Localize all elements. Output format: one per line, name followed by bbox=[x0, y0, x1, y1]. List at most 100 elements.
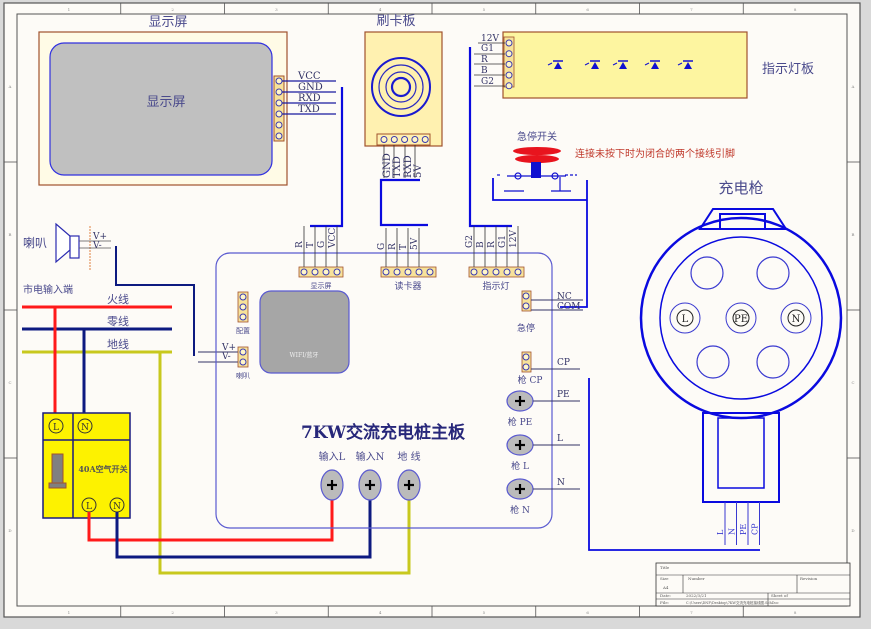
cp-header-label: 枪 CP bbox=[518, 374, 543, 386]
pin-label: V- bbox=[92, 241, 102, 251]
title-block-sheet: Sheet of bbox=[771, 593, 788, 598]
speaker-module: 喇叭 V+ V- bbox=[23, 222, 240, 363]
pin-label: V+ bbox=[221, 343, 236, 353]
pin-dot bbox=[275, 121, 283, 129]
reader-header-label: 读卡器 bbox=[394, 280, 421, 292]
pin-dot bbox=[239, 313, 247, 321]
gun-pin bbox=[787, 309, 805, 327]
title-block-file-value: C:\Users\DNF\Desktop\7KW交流充电桩接线图.SchDoc bbox=[686, 600, 779, 605]
gun-wire-label: L bbox=[557, 434, 563, 444]
breaker-live-out bbox=[87, 500, 334, 542]
column-marker: 1 bbox=[68, 610, 71, 615]
pin-dot bbox=[390, 136, 398, 143]
pin-dot bbox=[380, 136, 388, 143]
pin-label: TXD bbox=[298, 104, 320, 115]
card-reader-module: 刷卡板 GND TXD RXD 5V bbox=[364, 14, 443, 227]
pin-dot bbox=[275, 99, 283, 107]
earth-label: 地线 bbox=[107, 337, 129, 351]
estop-title: 急停开关 bbox=[517, 130, 557, 143]
gun-socket bbox=[780, 302, 812, 334]
mainboard-title: 7KW交流充电桩主板 bbox=[301, 422, 466, 443]
title-block-size-value: A4 bbox=[662, 585, 669, 590]
terminal-label: N bbox=[81, 423, 89, 433]
title-block-revision: Revision bbox=[800, 576, 818, 581]
indicator-title: 指示灯板 bbox=[762, 62, 814, 77]
pin-label: V+ bbox=[92, 232, 107, 242]
mains-title: 市电输入端 bbox=[23, 283, 73, 296]
input-label: 输入L bbox=[319, 450, 346, 463]
pin-label: V- bbox=[221, 352, 231, 362]
display-header bbox=[298, 266, 344, 278]
gun-socket bbox=[669, 302, 701, 334]
gun-wire-label: N bbox=[557, 478, 565, 488]
gun-handle bbox=[702, 412, 780, 503]
display-screen bbox=[49, 42, 273, 176]
terminal-label: L bbox=[53, 423, 59, 433]
indicator-module: 指示灯板 12V G1 R B G2 bbox=[468, 31, 814, 228]
pin-label: G2 bbox=[465, 235, 475, 248]
indicator-header-label: 指示灯 bbox=[482, 280, 509, 292]
pin-label: TXD bbox=[392, 156, 403, 178]
display-connector bbox=[273, 75, 285, 142]
card-reader-pin-labels: GND TXD RXD 5V bbox=[382, 153, 424, 178]
pin-dot bbox=[415, 268, 423, 276]
gun-socket bbox=[756, 345, 790, 379]
column-marker: 6 bbox=[586, 610, 589, 615]
pin-dot bbox=[522, 292, 530, 300]
speaker-header-label: 喇叭 bbox=[236, 371, 250, 380]
wifi-module bbox=[259, 290, 350, 374]
display-pin-labels: VCC GND RXD TXD bbox=[297, 71, 323, 115]
pin-dot bbox=[505, 50, 513, 58]
pin-dot bbox=[514, 268, 522, 276]
pin-dot bbox=[275, 110, 283, 118]
pin-label: G1 bbox=[481, 44, 494, 54]
row-marker: A bbox=[851, 84, 855, 89]
rfid-coil-icon bbox=[371, 57, 431, 117]
pin-label: T bbox=[306, 242, 316, 248]
estop-header-label: 急停 bbox=[517, 322, 535, 334]
column-marker: 5 bbox=[483, 610, 486, 615]
mains-input: 市电输入端 火线 零线 地线 bbox=[22, 283, 411, 575]
terminal-label: L bbox=[86, 502, 92, 512]
gun-socket bbox=[725, 302, 757, 334]
speaker-header bbox=[237, 346, 249, 368]
gun-socket bbox=[690, 256, 724, 290]
breaker-label: 40A空气开关 bbox=[78, 464, 127, 474]
estop-wire bbox=[560, 180, 588, 308]
pin-label: NC bbox=[557, 292, 572, 302]
pin-label: R bbox=[295, 241, 305, 248]
pin-dot bbox=[421, 136, 429, 143]
estop-button-icon bbox=[513, 147, 561, 155]
row-marker: C bbox=[8, 380, 11, 385]
row-marker: C bbox=[851, 380, 854, 385]
estop-note: 连接未按下时为闭合的两个接线引脚 bbox=[575, 147, 735, 160]
pin-label: CP bbox=[557, 358, 570, 368]
gun-terminal-label: 枪 L bbox=[511, 460, 529, 472]
display-header-label: 显示屏 bbox=[311, 282, 332, 290]
gun-tail-label: CP bbox=[751, 523, 760, 535]
title-block-date: Date: bbox=[660, 593, 671, 598]
pin-label: GND bbox=[298, 82, 323, 93]
pin-dot bbox=[522, 302, 530, 310]
led-icon bbox=[554, 62, 562, 69]
gun-tail-label: L bbox=[716, 529, 725, 535]
pin-label: 12V bbox=[509, 230, 519, 248]
pin-dot bbox=[239, 293, 247, 301]
title-block-size: Size bbox=[660, 576, 669, 581]
card-reader-title: 刷卡板 bbox=[376, 14, 415, 29]
gun-tail-label: PE bbox=[739, 524, 748, 535]
pin-dot bbox=[505, 60, 513, 68]
row-marker: D bbox=[851, 528, 854, 533]
column-marker: 3 bbox=[275, 7, 278, 12]
pin-label: G bbox=[377, 243, 387, 250]
pin-label: 12V bbox=[481, 34, 499, 44]
pin-dot bbox=[522, 363, 530, 371]
neutral-label: 零线 bbox=[107, 314, 129, 328]
pin-dot bbox=[311, 268, 319, 276]
pin-label: RXD bbox=[298, 93, 321, 104]
display-screen-label: 显示屏 bbox=[146, 95, 185, 110]
